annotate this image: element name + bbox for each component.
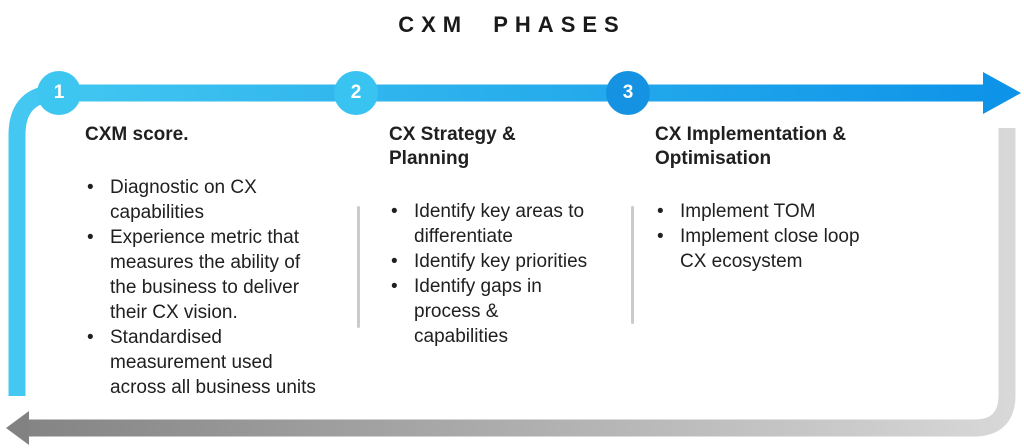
phase-2-number: 2 (350, 82, 362, 103)
phase-2-column: CX Strategy & Planning • Identify key are… (389, 123, 624, 349)
bullet-text: Experience metric that measures the abil… (110, 227, 301, 323)
bullet-text: Implement close loop CX ecosystem (680, 226, 860, 272)
bullet-text: Diagnostic on CX capabilities (110, 177, 257, 223)
phase-2-bullet-list: • Identify key areas to differentiate • Ide… (389, 199, 624, 349)
phase-1-column: CXM score. • Diagnostic on CX capabilitie… (85, 123, 337, 400)
bullet-text: Implement TOM (680, 201, 816, 222)
gray-return-path (27, 128, 1016, 437)
phase-3-column: CX Implementation & Optimisation • Implem… (655, 123, 955, 274)
phase-1-bullet-list: • Diagnostic on CX capabilities • Experienc… (85, 175, 337, 400)
bullet-dot-icon: • (657, 226, 664, 247)
bullet-item: • Implement TOM (655, 199, 955, 224)
phase-1-heading: CXM score. (85, 124, 189, 145)
bullet-dot-icon: • (391, 276, 398, 297)
phase-1-number: 1 (53, 82, 65, 103)
bullet-dot-icon: • (657, 201, 664, 222)
bullet-dot-icon: • (87, 177, 94, 198)
column-divider-2 (631, 206, 634, 324)
phase-3-marker: 3 (606, 71, 650, 115)
phase-3-bullet-list: • Implement TOM • Implement close loop CX e… (655, 199, 955, 274)
diagram-title: CXM PHASES (398, 12, 626, 37)
bullet-dot-icon: • (87, 327, 94, 348)
gray-arrowhead-icon (6, 411, 29, 445)
phase-2-marker: 2 (334, 71, 378, 115)
bullet-item: • Experience metric that measures the abi… (85, 225, 337, 325)
bullet-item: • Implement close loop CX ecosystem (655, 224, 955, 274)
bullet-text: Standardised measurement used across all… (110, 327, 316, 398)
phase-2-heading: CX Strategy & Planning (389, 124, 516, 169)
column-divider-1 (357, 206, 360, 328)
phase-3-number: 3 (622, 82, 634, 103)
bullet-item: • Identify gaps in process & capabilities (389, 274, 624, 349)
bullet-item: • Standardised measurement used across al… (85, 325, 337, 400)
bullet-text: Identify gaps in process & capabilities (414, 276, 542, 347)
bullet-text: Identify key areas to differentiate (414, 201, 585, 247)
bullet-dot-icon: • (391, 251, 398, 272)
bullet-dot-icon: • (87, 227, 94, 248)
phase-3-heading: CX Implementation & Optimisation (655, 124, 847, 169)
bullet-item: • Identify key priorities (389, 249, 624, 274)
bullet-item: • Diagnostic on CX capabilities (85, 175, 337, 225)
bullet-text: Identify key priorities (414, 251, 588, 272)
phase-1-marker: 1 (37, 71, 81, 115)
bullet-item: • Identify key areas to differentiate (389, 199, 624, 249)
bullet-dot-icon: • (391, 201, 398, 222)
blue-arrowhead-icon (983, 72, 1021, 114)
